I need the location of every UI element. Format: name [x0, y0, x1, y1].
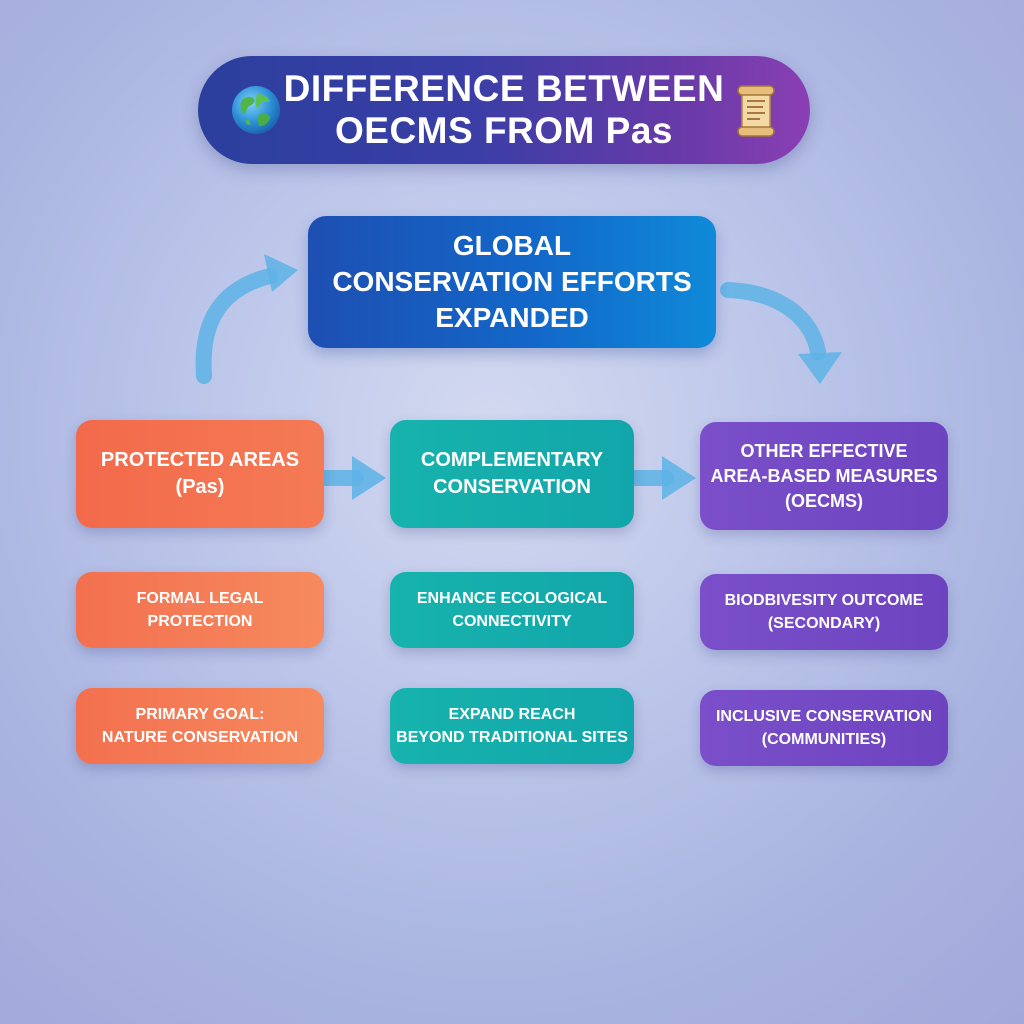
oecms-label: OTHER EFFECTIVE AREA-BASED MEASURES (OEC… [710, 440, 938, 511]
arrowhead-comp-to-oecm [662, 456, 696, 500]
global-conservation-box: GLOBAL CONSERVATION EFFORTS EXPANDED [308, 216, 716, 348]
arrowhead-pa-to-comp [352, 456, 386, 500]
scroll-icon [737, 85, 775, 137]
primary-goal-label: PRIMARY GOAL: NATURE CONSERVATION [101, 706, 299, 746]
formal-legal-protection-box: FORMAL LEGAL PROTECTION [76, 572, 324, 648]
primary-goal-box: PRIMARY GOAL: NATURE CONSERVATION [76, 688, 324, 764]
oecms-box: OTHER EFFECTIVE AREA-BASED MEASURES (OEC… [700, 422, 948, 530]
title-banner: DIFFERENCE BETWEEN OECMS FROM Pas [198, 56, 810, 164]
arrowhead-left [264, 254, 298, 292]
complementary-conservation-box: COMPLEMENTARY CONSERVATION [390, 420, 634, 528]
biodiversity-outcome-label: BIODBIVESITY OUTCOME (SECONDARY) [724, 592, 924, 632]
global-conservation-label: GLOBAL CONSERVATION EFFORTS EXPANDED [332, 230, 692, 333]
globe-icon [232, 86, 280, 134]
inclusive-conservation-box: INCLUSIVE CONSERVATION (COMMUNITIES) [700, 690, 948, 766]
ecological-connectivity-box: ENHANCE ECOLOGICAL CONNECTIVITY [390, 572, 634, 648]
expand-reach-box: EXPAND REACH BEYOND TRADITIONAL SITES [390, 688, 634, 764]
biodiversity-outcome-box: BIODBIVESITY OUTCOME (SECONDARY) [700, 574, 948, 650]
protected-areas-box: PROTECTED AREAS (Pas) [76, 420, 324, 528]
page-title: DIFFERENCE BETWEEN OECMS FROM Pas [283, 68, 725, 151]
protected-areas-label: PROTECTED AREAS (Pas) [100, 449, 300, 498]
arrowhead-right [798, 352, 842, 384]
inclusive-conservation-label: INCLUSIVE CONSERVATION (COMMUNITIES) [715, 708, 933, 748]
formal-legal-protection-label: FORMAL LEGAL PROTECTION [136, 590, 264, 630]
curved-arrow-left [195, 268, 278, 384]
curved-arrow-right [720, 282, 826, 360]
expand-reach-label: EXPAND REACH BEYOND TRADITIONAL SITES [396, 706, 628, 746]
ecological-connectivity-label: ENHANCE ECOLOGICAL CONNECTIVITY [416, 590, 608, 630]
complementary-conservation-label: COMPLEMENTARY CONSERVATION [420, 449, 604, 498]
